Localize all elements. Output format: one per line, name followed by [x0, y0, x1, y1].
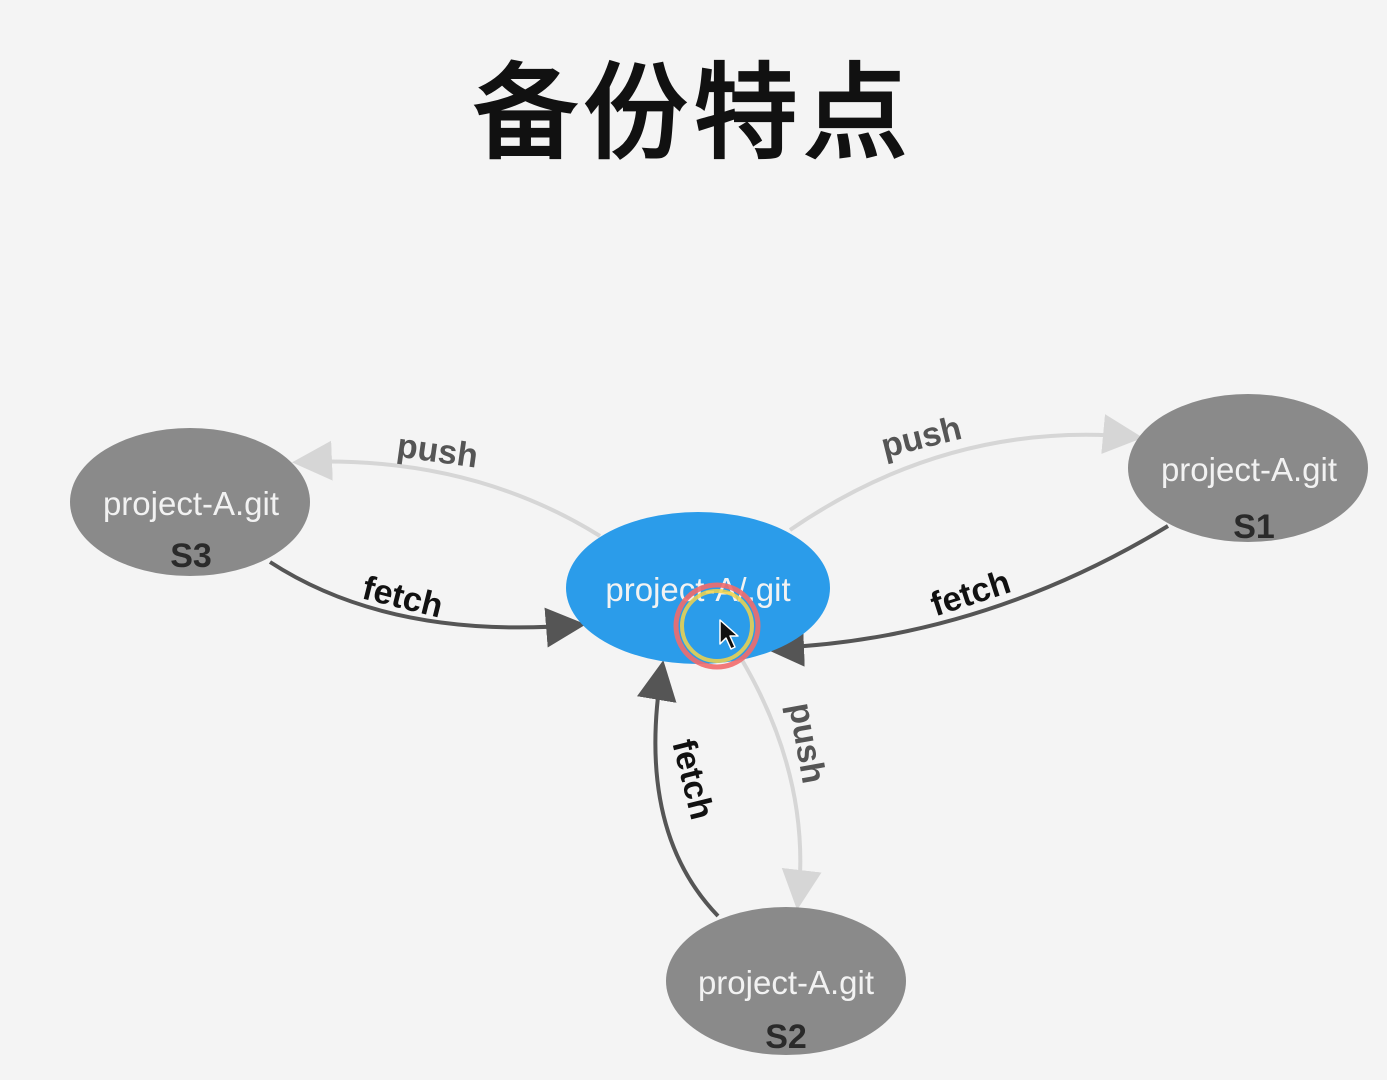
edge-fetch-s1 [764, 524, 1170, 667]
node-s1: project-A.git S1 [1128, 394, 1368, 546]
node-s3-label: project-A.git [103, 485, 279, 522]
slide-title: 备份特点 [473, 52, 914, 174]
node-s2-sub: S2 [765, 1018, 807, 1056]
edge-push-s3 [292, 440, 602, 538]
node-s3-sub: S3 [170, 537, 212, 575]
edge-push-s1 [788, 414, 1143, 532]
node-s1-sub: S1 [1233, 508, 1275, 546]
node-s2-label: project-A.git [698, 964, 874, 1001]
edge-fetch-s2 [637, 660, 720, 918]
edge-label-fetch-s2: fetch [664, 735, 721, 823]
edge-fetch-s3 [268, 560, 586, 648]
mouse-pointer-icon [719, 619, 739, 650]
edge-push-s2 [740, 658, 822, 910]
node-s3: project-A.git S3 [70, 428, 310, 576]
node-s2: project-A.git S2 [666, 907, 906, 1056]
node-s1-label: project-A.git [1161, 451, 1337, 488]
edge-label-push-s1: push [877, 409, 965, 466]
cursor-highlight [673, 582, 761, 670]
